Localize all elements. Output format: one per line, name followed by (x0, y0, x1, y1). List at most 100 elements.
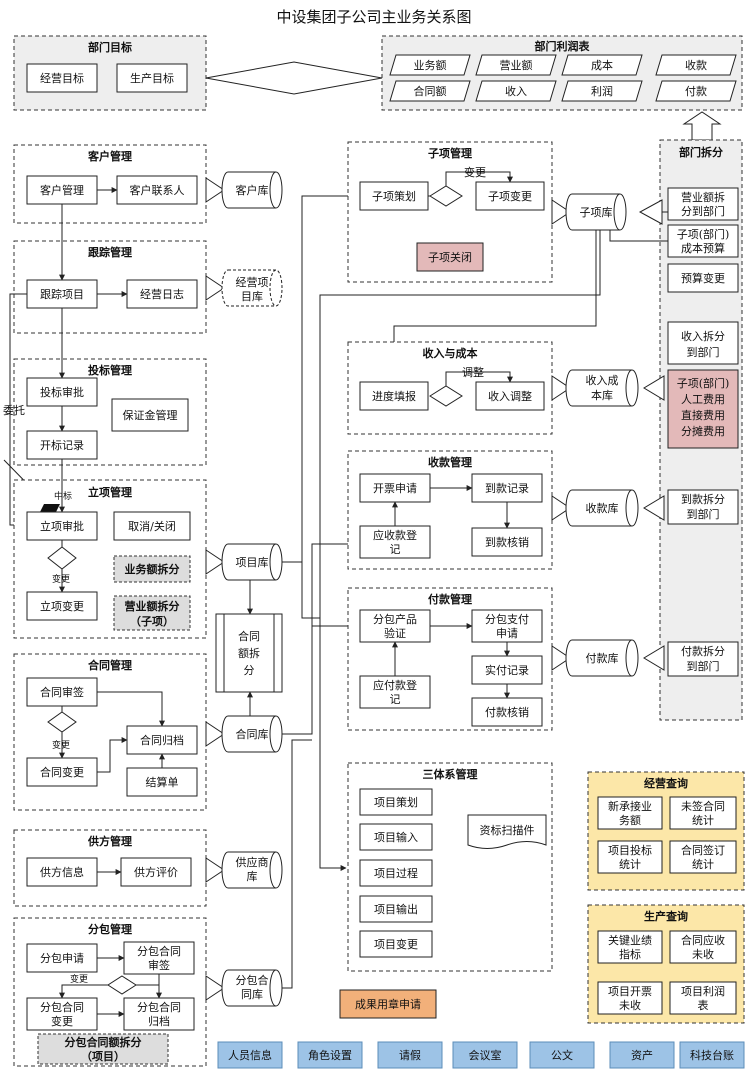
tab-leave[interactable] (377, 1041, 443, 1069)
node-customer-mgmt-label: 客户管理 (40, 183, 84, 197)
node-setup-change-label: 立项变更 (40, 599, 84, 613)
node-bid-approval[interactable] (26, 377, 98, 407)
node-project-profit-l2: 表 (698, 998, 709, 1012)
node-budget-change[interactable] (667, 263, 739, 293)
node-subitem-plan[interactable] (359, 181, 429, 211)
node-income-split[interactable] (667, 321, 739, 365)
node-income-adjust[interactable] (475, 381, 545, 411)
node-sub-amount-split-l1: 分包合同额拆分 (65, 1035, 142, 1049)
profit-item-income[interactable] (475, 80, 557, 102)
node-sub-archive[interactable] (123, 997, 195, 1031)
db-subitem (565, 193, 627, 231)
node-bid-stat[interactable] (597, 840, 663, 874)
doc-bid-scan-label: 资标扫描件 (480, 823, 535, 837)
win-bid-marker (40, 504, 60, 512)
tab-documents[interactable] (529, 1041, 595, 1069)
node-setup-approval[interactable] (26, 511, 98, 541)
node-business-goal[interactable] (26, 63, 98, 93)
node-project-input[interactable] (359, 823, 433, 851)
node-contract-change[interactable] (26, 757, 98, 787)
node-customer-mgmt[interactable] (26, 175, 98, 205)
link-contract-db (205, 721, 225, 747)
node-new-biz[interactable] (597, 796, 663, 830)
edge-subcontract-up (282, 739, 312, 989)
label-adjust: 调整 (462, 365, 484, 379)
node-receipt-split-l2: 到部门 (687, 507, 720, 521)
node-production-goal[interactable] (116, 63, 188, 93)
node-settlement[interactable] (126, 767, 198, 797)
link-split-subitem-db (638, 199, 663, 225)
group-payment-title: 付款管理 (428, 592, 472, 606)
node-business-split-label: 业务额拆分 (125, 562, 180, 576)
node-setup-change[interactable] (26, 591, 98, 621)
node-bid-open-record[interactable] (26, 430, 98, 460)
node-sub-change[interactable] (26, 997, 98, 1031)
profit-item-turnover[interactable] (475, 54, 557, 76)
node-result-seal-label: 成果用章申请 (355, 997, 421, 1011)
tab-meeting-room[interactable] (452, 1041, 518, 1069)
db-subitem-label: 子项库 (580, 206, 613, 219)
db-income-l2: 本库 (591, 388, 613, 402)
profit-item-profit-label: 利润 (591, 84, 613, 98)
node-actual-pay[interactable] (471, 655, 543, 685)
node-sub-apply[interactable] (26, 943, 98, 973)
node-receipt-record[interactable] (471, 473, 543, 503)
profit-row-1: 业务额 营业额 成本 收款 (389, 54, 737, 76)
profit-item-receipt[interactable] (655, 54, 737, 76)
tab-staff-info-label: 人员信息 (228, 1048, 272, 1062)
node-business-split[interactable] (113, 555, 191, 583)
node-project-process[interactable] (359, 859, 433, 887)
link-split-receipt-db (643, 495, 665, 521)
db-payment (565, 639, 639, 677)
tab-assets[interactable] (609, 1041, 675, 1069)
node-sub-amount-split[interactable] (37, 1033, 169, 1065)
db-subcontract (221, 969, 283, 1007)
node-cost-split[interactable] (667, 369, 739, 449)
node-receivable-reg-l1: 应收款登 (373, 528, 417, 542)
profit-item-cost[interactable] (561, 54, 643, 76)
node-project-output[interactable] (359, 895, 433, 923)
node-contract-sign[interactable] (26, 677, 98, 707)
node-subitem-close[interactable] (416, 242, 484, 272)
node-kpi[interactable] (597, 930, 663, 964)
node-project-plan[interactable] (359, 788, 433, 816)
edge-income-diamond-adjust (445, 371, 513, 386)
node-receivable-reg[interactable] (359, 525, 431, 559)
node-sub-pay-apply[interactable] (471, 609, 543, 643)
node-invoice-apply[interactable] (359, 473, 431, 503)
profit-item-profit[interactable] (561, 80, 643, 102)
profit-item-payment[interactable] (655, 80, 737, 102)
group-subcontract-title: 分包管理 (88, 922, 132, 936)
node-turnover-subitem-split-l1: 营业额拆分 (125, 599, 180, 613)
node-payment-writeoff[interactable] (471, 697, 543, 727)
profit-item-business[interactable] (389, 54, 471, 76)
node-project-plan-label: 项目策划 (374, 795, 418, 809)
tab-staff-info[interactable] (217, 1041, 283, 1069)
node-signed-contract[interactable] (669, 840, 737, 874)
edge-trunk-down (319, 618, 347, 871)
node-unsigned-contract[interactable] (669, 796, 737, 830)
node-turnover-split[interactable] (667, 187, 739, 221)
goal-profit-link (205, 61, 383, 95)
node-project-profit[interactable] (669, 981, 737, 1015)
node-invoice-unreceived[interactable] (597, 981, 663, 1015)
node-subitem-budget[interactable] (667, 224, 739, 258)
node-project-change[interactable] (359, 930, 433, 958)
tab-tech-ledger[interactable] (679, 1041, 745, 1069)
node-receipt-split[interactable] (667, 489, 739, 525)
node-progress-fill[interactable] (359, 381, 429, 411)
node-contract-receivable[interactable] (669, 930, 737, 964)
node-subitem-change[interactable] (475, 181, 545, 211)
node-cancel-close[interactable] (113, 511, 191, 541)
node-business-goal-label: 经营目标 (40, 71, 84, 85)
node-contract-split[interactable] (215, 613, 283, 693)
profit-item-contract[interactable] (389, 80, 471, 102)
node-payable-reg-l2: 记 (390, 693, 401, 706)
tab-role-settings[interactable] (297, 1041, 363, 1069)
node-result-seal[interactable] (339, 989, 437, 1019)
node-receipt-writeoff[interactable] (471, 527, 543, 557)
node-payment-split[interactable] (667, 641, 739, 677)
node-deposit-mgmt[interactable] (111, 398, 189, 432)
node-turnover-subitem-split[interactable] (113, 595, 191, 631)
doc-bid-scan[interactable] (467, 814, 547, 849)
